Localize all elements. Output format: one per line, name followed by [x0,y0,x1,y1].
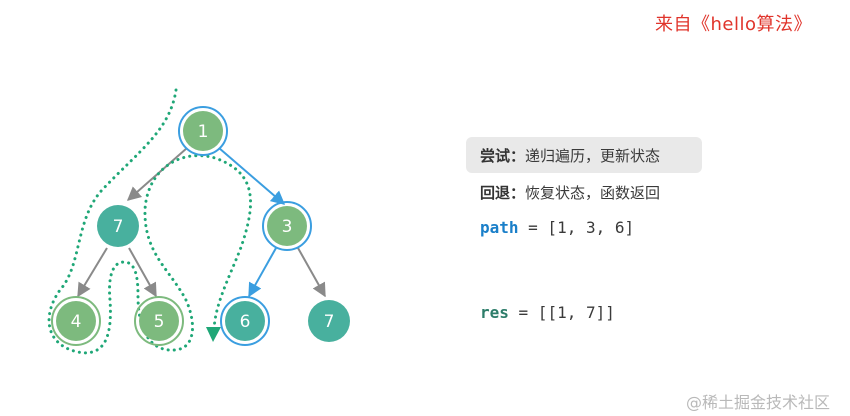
edge-1-7 [126,147,188,201]
node-root-label: 1 [198,122,209,142]
node-right-right: 7 [308,300,350,342]
back-line: 回退：恢复状态，函数返回 [466,182,660,203]
res-value: = [[1, 7]] [508,303,615,322]
node-left-left: 4 [51,296,101,346]
node-left-label: 7 [113,217,124,237]
traversal-path [47,88,252,355]
back-label: 回退： [480,184,526,202]
edge-3-6 [248,247,277,298]
try-box: 尝试：递归遍历，更新状态 [466,137,702,173]
node-right-left: 6 [220,296,270,346]
edge-7-5 [128,247,157,298]
node-left-left-label: 4 [71,312,82,332]
back-text: 恢复状态，函数返回 [525,184,661,202]
node-right-right-label: 7 [324,312,335,332]
edge-1-3 [218,147,286,205]
path-line: path = [1, 3, 6] [466,218,634,237]
node-right: 3 [262,201,312,251]
source-label: 来自《hello算法》 [655,14,812,35]
node-left-right: 5 [134,296,184,346]
edge-3-7 [297,247,326,298]
res-line: res = [[1, 7]] [466,303,615,322]
node-root: 1 [178,106,228,156]
node-left-right-label: 5 [154,312,165,332]
node-right-label: 3 [282,217,293,237]
path-keyword: path [480,218,519,237]
path-value: = [1, 3, 6] [518,218,635,237]
watermark: @稀土掘金技术社区 [686,393,831,412]
node-left: 7 [97,205,139,247]
traversal-arrowhead-icon [206,327,221,342]
try-label: 尝试： [480,147,526,165]
node-right-left-label: 6 [240,312,251,332]
res-keyword: res [480,303,509,322]
edge-7-4 [77,247,108,298]
try-text: 递归遍历，更新状态 [525,147,661,165]
